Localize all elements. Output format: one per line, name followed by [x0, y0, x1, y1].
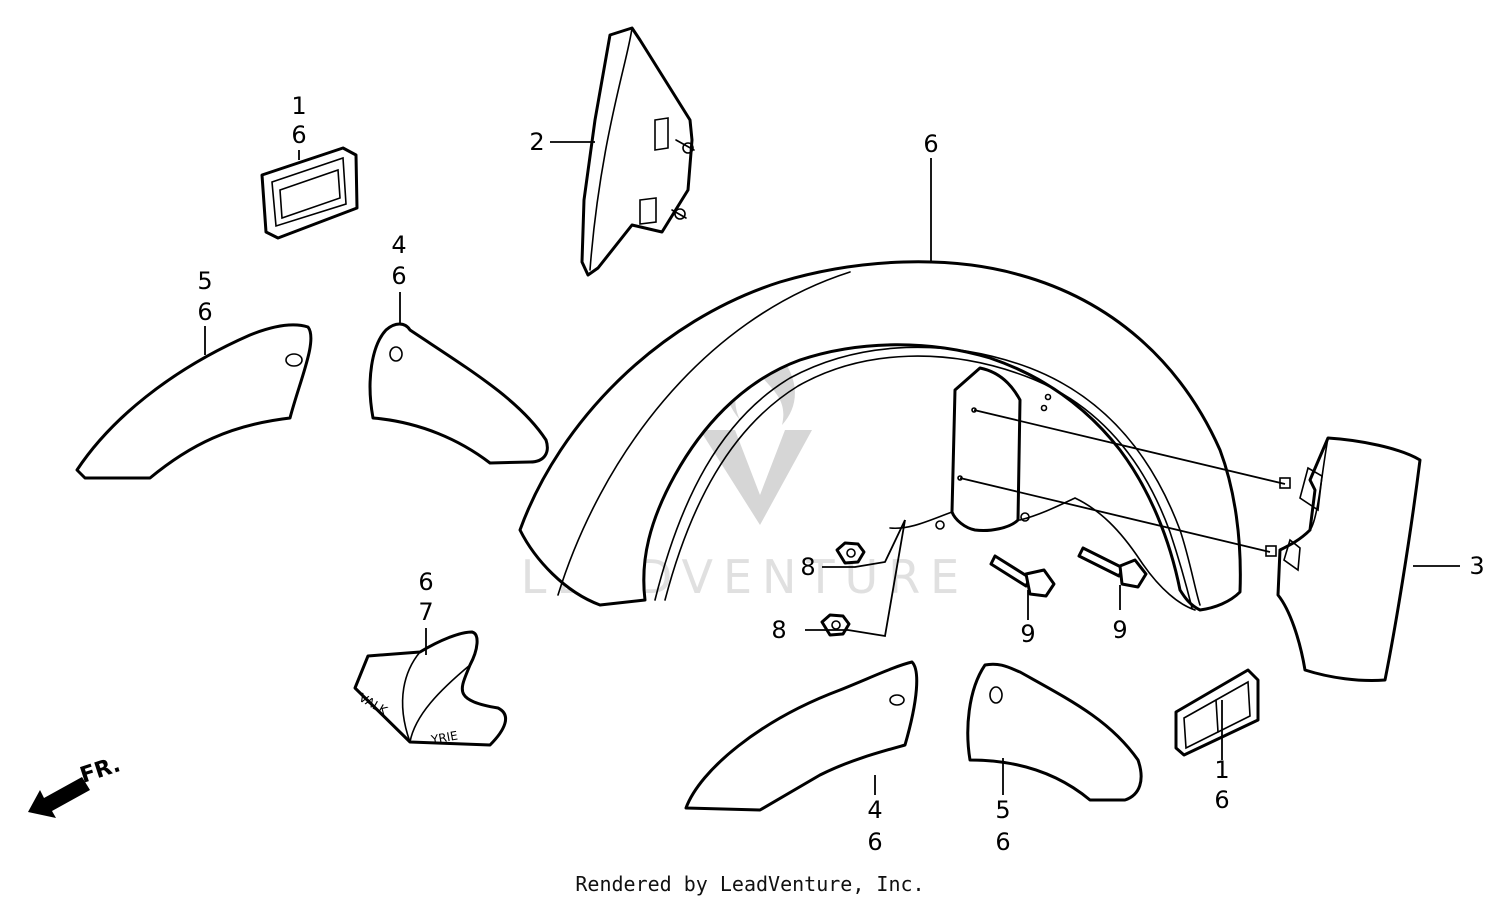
callout-ul-panel-1: 5	[197, 267, 212, 295]
nut-upper-part[interactable]	[835, 541, 866, 565]
emblem-part[interactable]: VALK YRIE	[353, 630, 508, 748]
upper-left-panel-part[interactable]	[75, 323, 313, 480]
leader-lines	[204, 141, 1460, 795]
callout-ul-panel-2: 6	[197, 298, 212, 326]
callout-fender: 6	[923, 130, 938, 158]
nut-lower-part[interactable]	[820, 613, 851, 637]
lower-middle-panel-part[interactable]	[684, 660, 919, 812]
lower-reflector-part[interactable]	[1174, 668, 1260, 757]
callout-low-reflector-2: 6	[1214, 786, 1229, 814]
callout-um-panel-2: 6	[391, 262, 406, 290]
callout-nut-lower: 8	[771, 616, 786, 644]
upper-middle-panel-part[interactable]	[368, 322, 549, 465]
callout-lr-panel-2: 6	[995, 828, 1010, 856]
footer-credit: Rendered by LeadVenture, Inc.	[575, 872, 925, 896]
callout-lm-panel-2: 6	[867, 828, 882, 856]
callout-emblem-1: 6	[418, 568, 433, 596]
emblem-text-right: YRIE	[429, 729, 459, 748]
callout-rear-cover: 3	[1469, 552, 1484, 580]
bolt-left-part[interactable]	[989, 554, 1056, 598]
callout-lr-panel-1: 5	[995, 796, 1010, 824]
watermark-v-icon	[700, 430, 812, 525]
rear-cover-part[interactable]	[1265, 436, 1422, 682]
top-reflector-part[interactable]	[260, 146, 359, 240]
callout-bolt-right: 9	[1112, 616, 1127, 644]
callout-um-panel-1: 4	[391, 231, 406, 259]
side-cover-part[interactable]	[580, 26, 695, 277]
callout-top-reflector-1: 1	[291, 92, 306, 120]
callout-low-reflector-1: 1	[1214, 756, 1229, 784]
lower-right-panel-part[interactable]	[966, 662, 1143, 802]
callouts: 1 6 2 6 5 6 4 6 6 7 3 8 8 9 9 4 6 5 6 1 …	[197, 92, 1484, 856]
callout-side-cover: 2	[529, 128, 544, 156]
callout-emblem-2: 7	[418, 598, 433, 626]
callout-nut-upper: 8	[800, 553, 815, 581]
front-direction-arrow-icon	[28, 777, 90, 818]
callout-bolt-left: 9	[1020, 620, 1035, 648]
bolt-right-part[interactable]	[1077, 546, 1148, 589]
callout-lm-panel-1: 4	[867, 796, 882, 824]
fender-to-rear-cover-leader	[959, 409, 1286, 553]
callout-top-reflector-2: 6	[291, 121, 306, 149]
